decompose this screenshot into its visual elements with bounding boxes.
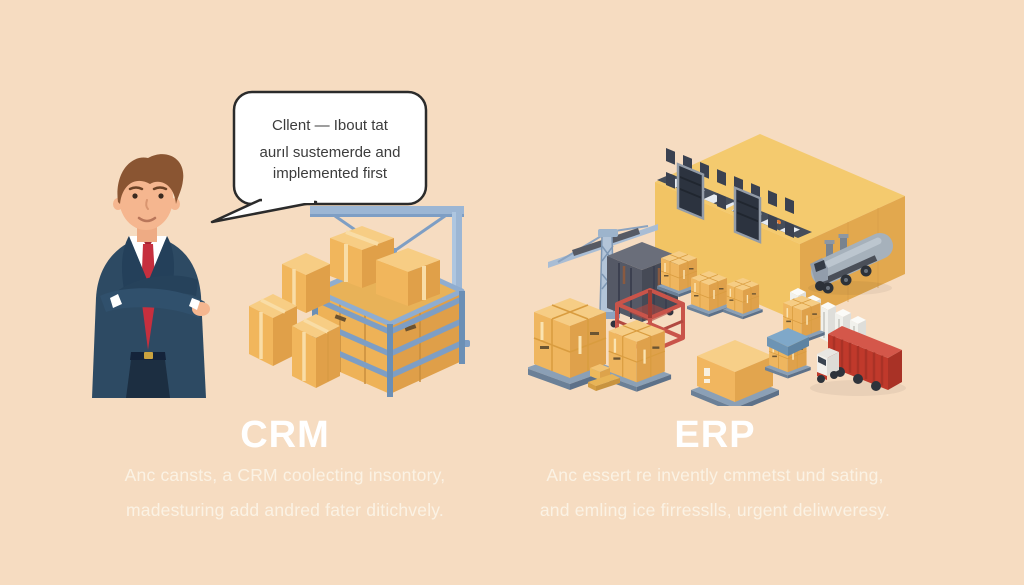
erp-section: ERP Anc essert re invently cmmetst und s… xyxy=(515,415,915,521)
small-box-stack-3 xyxy=(722,277,764,320)
businessman-body xyxy=(92,236,206,398)
erp-description-line-2: and emling ice firresslls, urgent deliwv… xyxy=(539,500,891,520)
factory-crane-pallets-trucks-icon xyxy=(528,134,906,406)
boxes-on-rack xyxy=(330,226,440,306)
factory-building xyxy=(655,134,905,322)
businessman-crossed-arms-icon xyxy=(92,154,210,398)
gray-tanker-truck xyxy=(808,233,893,295)
small-yellow-pallet-piece xyxy=(588,364,620,391)
businessman-crossed-arms xyxy=(100,275,210,318)
tarp-covered-pallet xyxy=(764,328,812,380)
large-box-on-pallet xyxy=(691,340,779,406)
erp-heading: ERP xyxy=(674,414,756,456)
stacked-boxes-left xyxy=(249,253,340,388)
speech-bubble-text: Cllent — Ibout tat aurıl sustemerde and … xyxy=(234,100,426,200)
crm-section: CRM Anc cansts, a CRM coolecting insonto… xyxy=(85,415,485,521)
speech-line-2: aurıl sustemerde and xyxy=(259,144,401,162)
crm-description-line-2: madesturing add andred fater ditichvely. xyxy=(126,500,444,520)
speech-bubble-shape xyxy=(210,90,428,224)
factory-windows-doors xyxy=(666,147,794,244)
businessman-head xyxy=(113,154,184,242)
crm-heading: CRM xyxy=(240,414,330,456)
red-semi-truck xyxy=(810,326,906,396)
speech-line-1: Cllent — Ibout tat xyxy=(272,117,388,135)
warehouse-boxes-rack-gantry-icon xyxy=(249,206,470,397)
speech-bubble: Cllent — Ibout tat aurıl sustemerde and … xyxy=(198,88,430,230)
speech-line-3: implemented first xyxy=(272,164,388,182)
crm-description-line-1: Anc cansts, a CRM coolecting insontory, xyxy=(124,465,446,485)
erp-description-line-1: Anc essert re invently cmmetst und satin… xyxy=(546,465,884,485)
